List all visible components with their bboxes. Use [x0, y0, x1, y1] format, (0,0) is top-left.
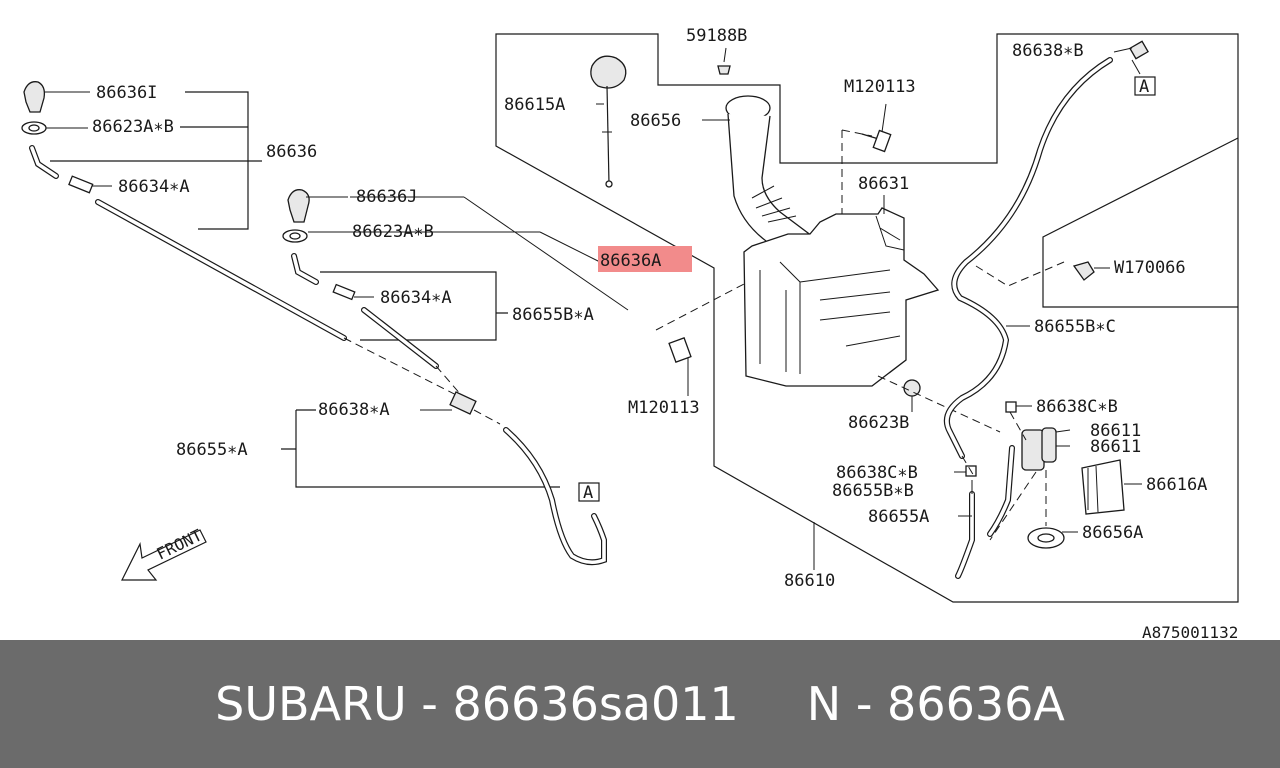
footer-brand-part: SUBARU - 86636sa011: [215, 677, 739, 731]
bolt-M120113-top: [861, 103, 892, 153]
ref-label-A-2: A: [583, 483, 593, 503]
label-86656A: 86656A: [1082, 523, 1143, 543]
label-M120113-top: M120113: [844, 77, 916, 97]
joint-86638-A: [420, 391, 477, 415]
filler-neck-86656: [702, 95, 814, 263]
label-86636: 86636: [266, 142, 317, 162]
highlight-box: [598, 246, 692, 272]
bolt-M120113-mid: [668, 337, 692, 396]
label-86615A: 86615A: [504, 95, 565, 115]
grommet-86623B: [903, 379, 921, 412]
tank-86631: [743, 195, 940, 387]
label-86634A-1: 86634∗A: [118, 177, 190, 197]
parts-diagram: FRONT: [21, 26, 1239, 640]
inner-box: [1042, 137, 1239, 308]
label-86655B-A: 86655B∗A: [512, 305, 594, 325]
label-86638C-B-2: 86638C∗B: [836, 463, 918, 483]
group-bracket-86655B-A: [320, 271, 508, 341]
ref-label-A-1: A: [1139, 77, 1149, 97]
label-86655A-2: 86655A: [868, 507, 929, 527]
label-86611-1: 86611: [1090, 421, 1141, 441]
grommet-86656A: [1027, 527, 1078, 549]
label-86655-A: 86655∗A: [176, 440, 248, 460]
assembly-outline: [495, 33, 1239, 603]
label-86636J: 86636J: [356, 187, 417, 207]
label-86634A-2: 86634∗A: [380, 288, 452, 308]
cap-86615A: [590, 55, 627, 188]
label-86655B-B: 86655B∗B: [832, 481, 914, 501]
label-86636I: 86636I: [96, 83, 157, 103]
label-M120113-mid: M120113: [628, 398, 700, 418]
grommet-86623A-B-2: [282, 229, 346, 243]
ref-box-A-2: [578, 482, 600, 502]
label-86638C-B-1: 86638C∗B: [1036, 397, 1118, 417]
front-label: FRONT: [153, 525, 205, 563]
label-86623A-B-1: 86623A∗B: [92, 117, 174, 137]
label-86655B-C: 86655B∗C: [1034, 317, 1116, 337]
label-86623A-B-2: 86623A∗B: [352, 222, 434, 242]
connector-86634A-1: [68, 175, 112, 194]
grommet-86623A-B: [21, 121, 88, 135]
label-59188B: 59188B: [686, 26, 747, 46]
label-86616A: 86616A: [1146, 475, 1207, 495]
clip-W170066: [1072, 261, 1110, 281]
footer-bar: SUBARU - 86636sa011 N - 86636A: [0, 640, 1280, 768]
pump-86611: [1021, 427, 1071, 471]
group-bracket-86655-A: [281, 409, 560, 488]
nozzle-86636I: [23, 81, 90, 113]
connector-86634A-2: [332, 283, 374, 301]
ref-box-A-1: [1134, 76, 1156, 96]
footer-n-part: N - 86636A: [806, 677, 1065, 731]
connector-86638C-B-1: [1005, 401, 1032, 413]
label-86610: 86610: [784, 571, 835, 591]
bracket-86616A: [1081, 459, 1142, 515]
label-86638-B: 86638∗B: [1012, 41, 1084, 61]
label-86656: 86656: [630, 111, 681, 131]
label-86636A-highlighted: 86636A: [600, 251, 661, 271]
leader-86636A: [463, 196, 629, 311]
label-86631: 86631: [858, 174, 909, 194]
nozzle-86636J: [287, 189, 348, 223]
front-arrow: FRONT: [121, 525, 207, 581]
label-86623B: 86623B: [848, 413, 909, 433]
label-86611-2: 86611: [1090, 437, 1141, 457]
connector-86638C-B-2: [954, 465, 977, 477]
label-86638-A: 86638∗A: [318, 400, 390, 420]
group-bracket-86636: [50, 91, 262, 230]
connector-86638-B: [1113, 40, 1149, 75]
diagram-id: A875001132: [1142, 623, 1238, 640]
clip-59188B: [717, 47, 731, 75]
label-W170066: W170066: [1114, 258, 1186, 278]
